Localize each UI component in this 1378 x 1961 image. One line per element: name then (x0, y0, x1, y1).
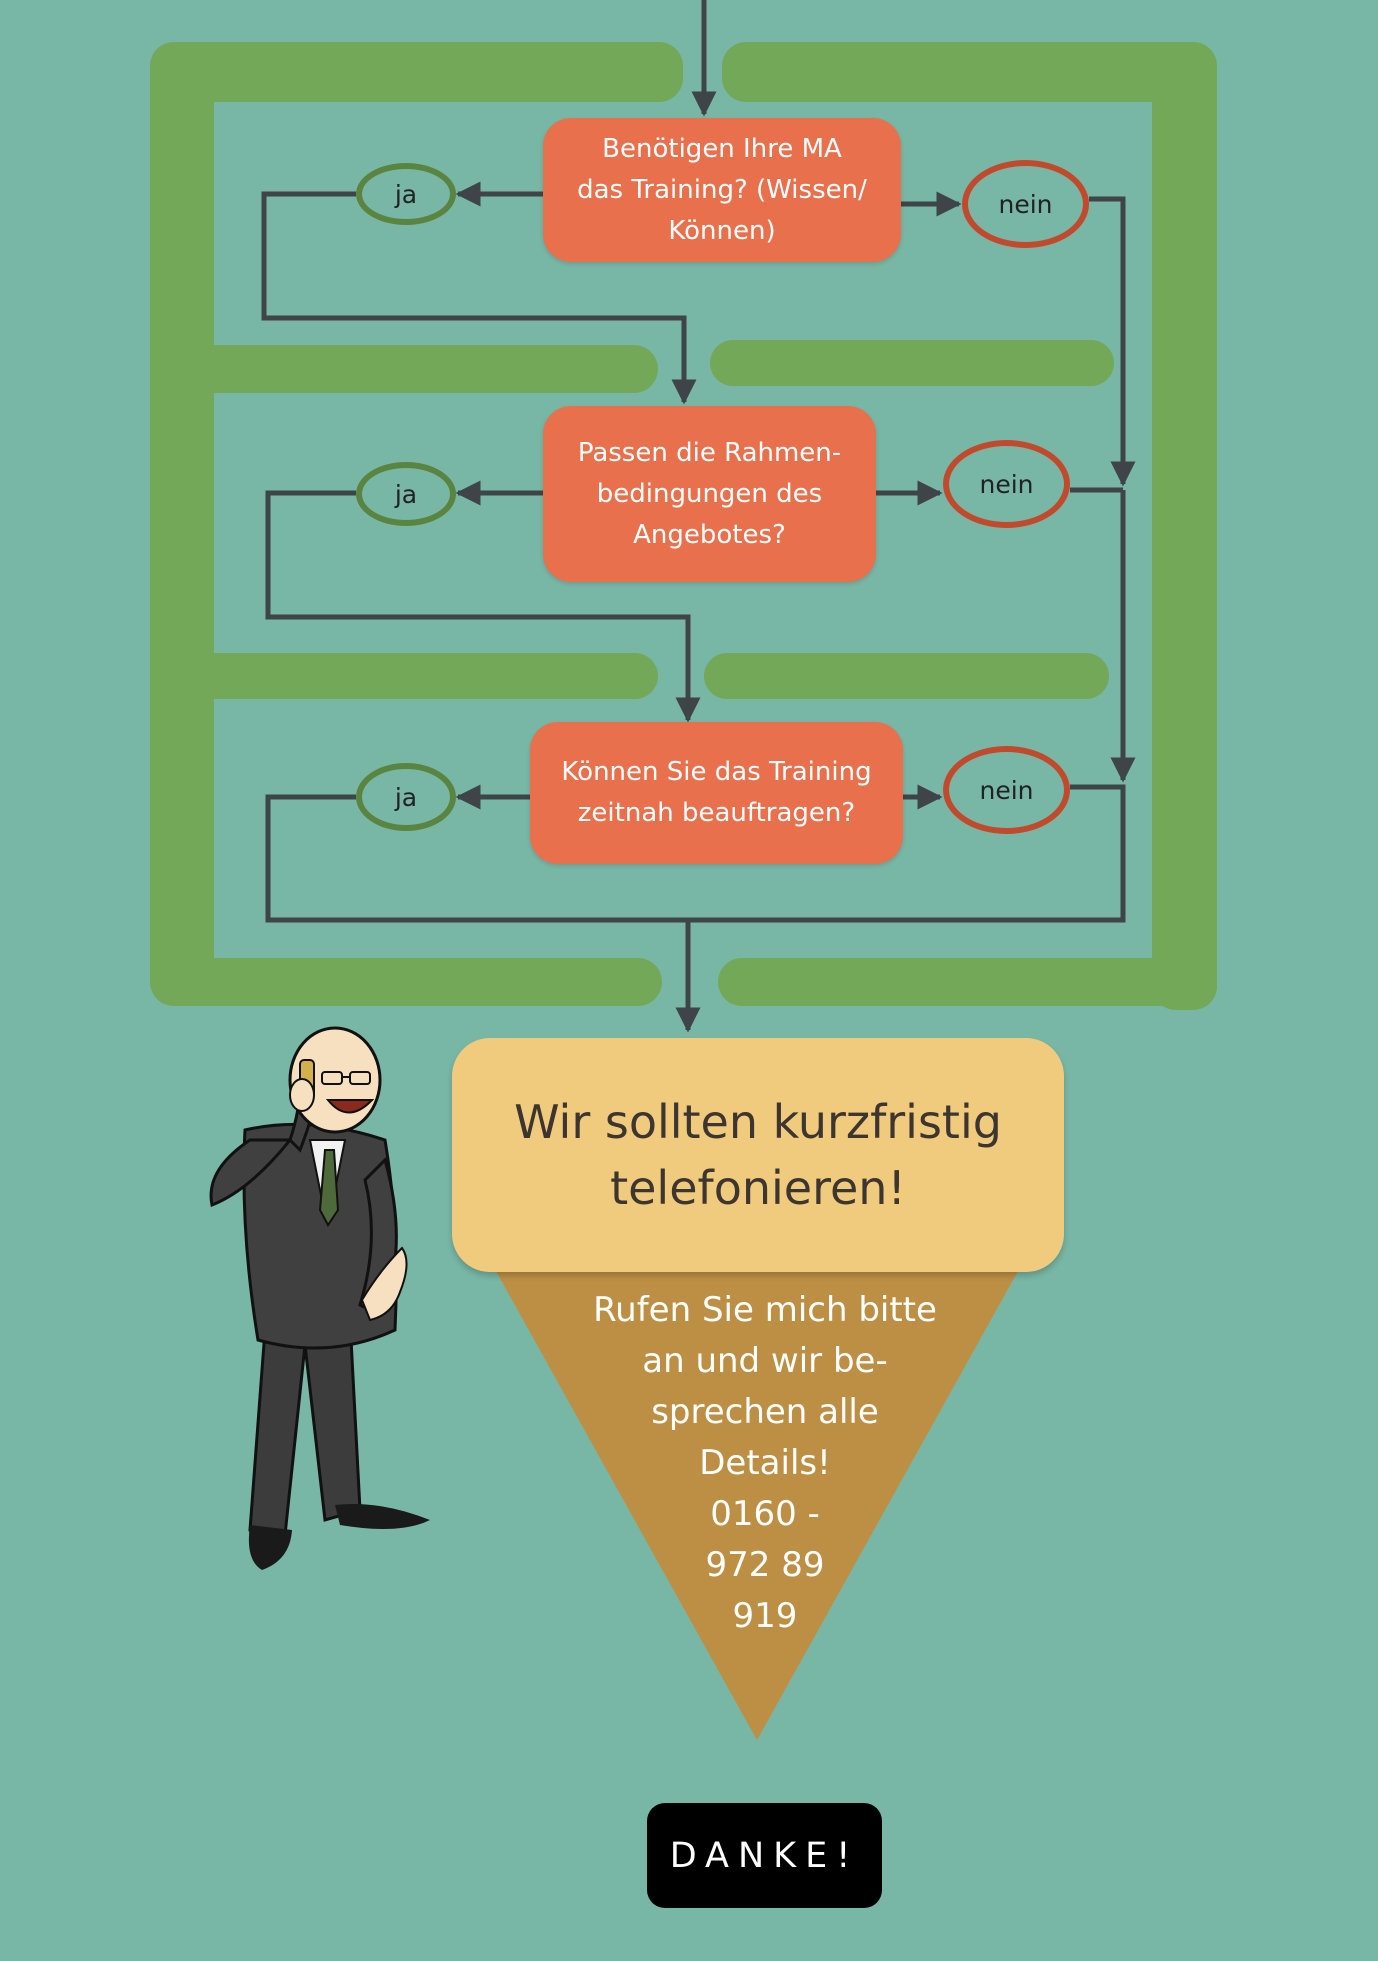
question-box-3: Können Sie das Training zeitnah beauftra… (530, 722, 903, 864)
danke-label: DANKE! (669, 1835, 860, 1876)
no-node-3: nein (943, 746, 1070, 834)
yes-label-1: ja (394, 179, 418, 209)
question-box-2: Passen die Rahmen- bedingungen des Angeb… (543, 406, 876, 582)
result-title: Wir sollten kurzfristig telefonieren! (514, 1095, 1002, 1215)
no-label-3: nein (979, 775, 1034, 805)
question-text-3: Können Sie das Training zeitnah beauftra… (561, 757, 872, 828)
yes-label-2: ja (394, 479, 418, 509)
yes-node-1: ja (356, 163, 456, 225)
question-text-1: Benötigen Ihre MA das Training? (Wissen/… (577, 133, 867, 246)
yes-node-3: ja (356, 763, 456, 831)
no-label-1: nein (998, 189, 1053, 219)
no-label-2: nein (979, 469, 1034, 499)
danke-button[interactable]: DANKE! (647, 1803, 882, 1908)
q2-yes-loop (265, 490, 701, 723)
connectors (261, 0, 1136, 1033)
yes-node-2: ja (356, 462, 456, 526)
yes-label-3: ja (394, 782, 418, 812)
maze-walls (150, 42, 1217, 1010)
businessman-on-phone-icon (209, 1026, 430, 1570)
question-text-2: Passen die Rahmen- bedingungen des Angeb… (577, 437, 842, 550)
q1-yes-loop (261, 191, 697, 405)
no-return-line (1089, 196, 1136, 487)
no-node-2: nein (943, 440, 1070, 528)
result-box: Wir sollten kurzfristig telefonieren! (452, 1038, 1064, 1272)
question-box-1: Benötigen Ihre MA das Training? (Wissen/… (543, 118, 901, 262)
no-node-1: nein (962, 160, 1089, 248)
call-to-action-text: Rufen Sie mich bitte an und wir be- spre… (593, 1290, 937, 1636)
q3-collect-loop (265, 784, 1126, 923)
funnel-triangle (487, 1255, 1027, 1740)
